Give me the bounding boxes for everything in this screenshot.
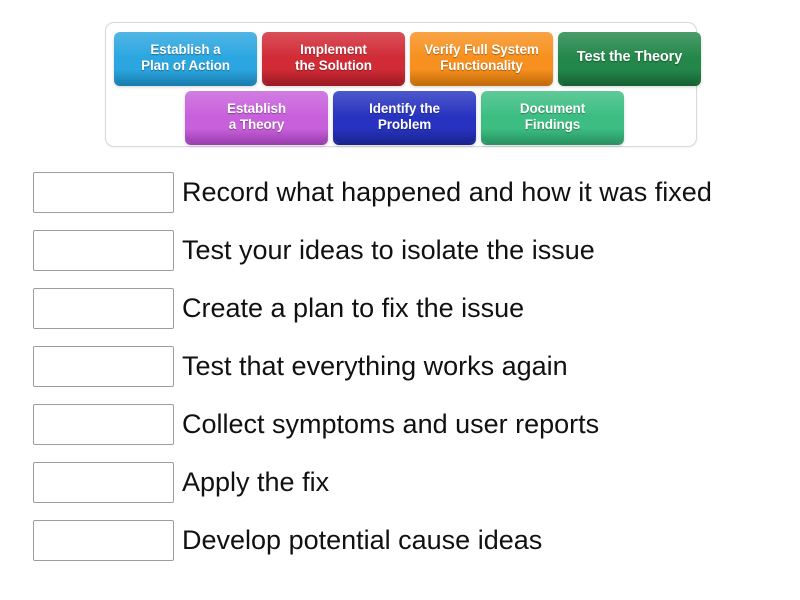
answer-row: Create a plan to fix the issue xyxy=(33,288,773,329)
answer-row: Apply the fix xyxy=(33,462,773,503)
answer-row: Record what happened and how it was fixe… xyxy=(33,172,773,213)
answer-text: Test that everything works again xyxy=(182,351,568,381)
answer-row: Collect symptoms and user reports xyxy=(33,404,773,445)
drop-box-6[interactable] xyxy=(33,462,174,503)
drop-box-4[interactable] xyxy=(33,346,174,387)
answer-text: Apply the fix xyxy=(182,467,330,497)
answer-row: Test that everything works again xyxy=(33,346,773,387)
answer-row: Develop potential cause ideas xyxy=(33,520,773,561)
drop-box-3[interactable] xyxy=(33,288,174,329)
drop-box-1[interactable] xyxy=(33,172,174,213)
answer-text: Develop potential cause ideas xyxy=(182,525,543,555)
answer-text: Collect symptoms and user reports xyxy=(182,409,600,439)
tile-label: Test the Theory xyxy=(576,49,683,66)
answer-list: Record what happened and how it was fixe… xyxy=(33,172,773,578)
drop-box-7[interactable] xyxy=(33,520,174,561)
drop-box-2[interactable] xyxy=(33,230,174,271)
answer-text: Record what happened and how it was fixe… xyxy=(182,177,712,207)
answer-text: Create a plan to fix the issue xyxy=(182,293,525,323)
drop-box-5[interactable] xyxy=(33,404,174,445)
tile-test-the-theory[interactable]: Test the Theory xyxy=(558,32,701,84)
answer-row: Test your ideas to isolate the issue xyxy=(33,230,773,271)
answer-text: Test your ideas to isolate the issue xyxy=(182,235,595,265)
